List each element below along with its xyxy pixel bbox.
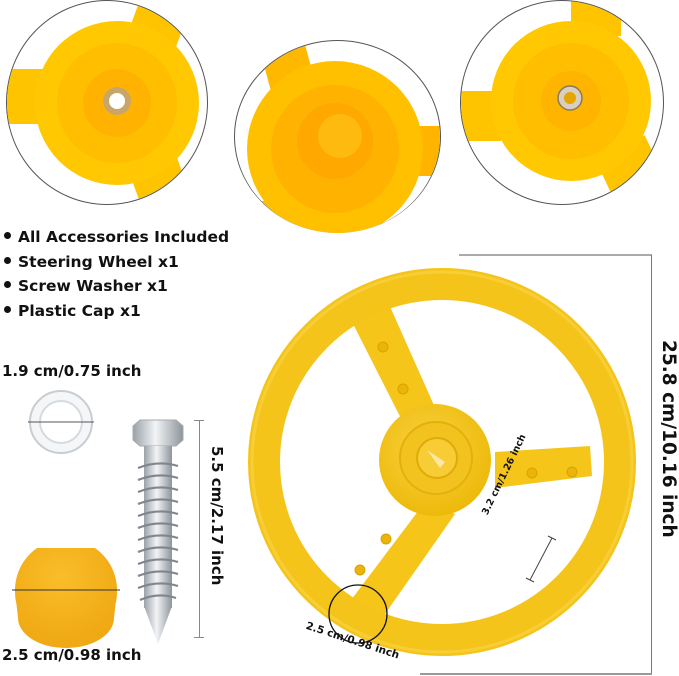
hub-front-cap-illustration xyxy=(247,41,440,233)
wheel-dimension-line-bottom xyxy=(420,673,652,675)
feature-item: Plastic Cap x1 xyxy=(4,299,229,324)
bullet-icon xyxy=(4,232,11,239)
plastic-cap-image xyxy=(12,548,120,648)
screw-dimension-label: 5.5 cm/2.17 inch xyxy=(208,446,226,586)
screw-washer-image xyxy=(28,390,94,454)
detail-view-hub-front-cap xyxy=(234,40,441,233)
hub-back-washer-illustration xyxy=(461,1,662,195)
screw-dimension-tick-bottom xyxy=(194,637,204,638)
detail-view-hub-back-nut xyxy=(6,0,208,205)
feature-item: Screw Washer x1 xyxy=(4,274,229,299)
bullet-icon xyxy=(4,256,11,264)
feature-item: All Accessories Included xyxy=(4,225,229,250)
features-list: All Accessories Included Steering Wheel … xyxy=(4,225,229,323)
hub-back-nut-illustration xyxy=(7,1,199,204)
wheel-dimension-line-vertical xyxy=(651,255,652,675)
screw-image xyxy=(132,419,184,644)
bullet-icon xyxy=(4,281,11,288)
bullet-icon xyxy=(4,305,11,313)
detail-view-hub-back-washer xyxy=(460,0,664,205)
screw-dimension-line xyxy=(199,420,200,638)
steering-wheel-image xyxy=(248,268,636,656)
cap-dimension-label: 2.5 cm/0.98 inch xyxy=(2,646,142,664)
wheel-diameter-label: 25.8 cm/10.16 inch xyxy=(658,340,679,538)
washer-dimension-label: 1.9 cm/0.75 inch xyxy=(2,362,142,380)
screw-dimension-tick-top xyxy=(194,420,204,421)
wheel-dimension-line-top xyxy=(459,254,652,256)
feature-item: Steering Wheel x1 xyxy=(4,250,229,275)
